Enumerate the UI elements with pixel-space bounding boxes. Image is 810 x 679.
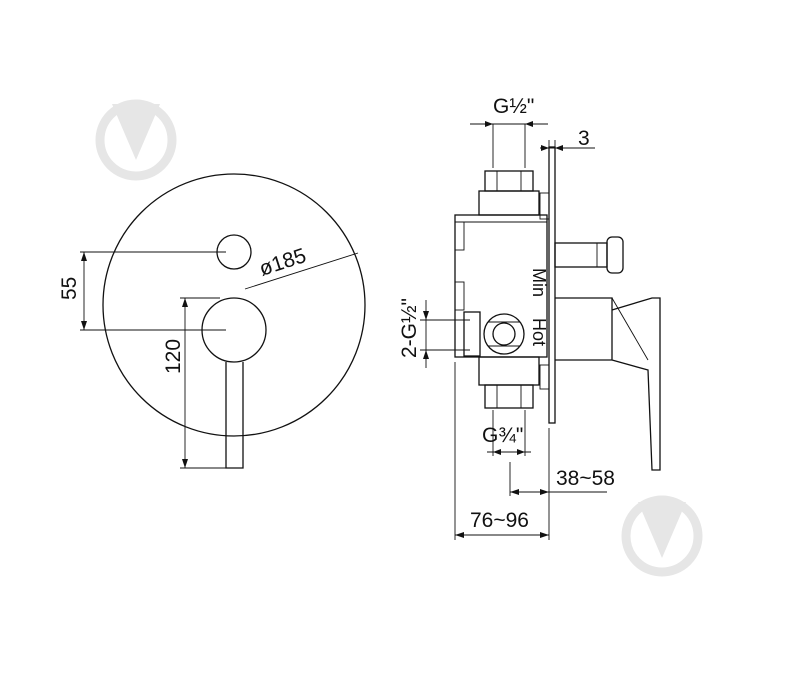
dim-120-label: 120 [162,339,185,374]
dim-g-three-quarter-label: G¾" [482,424,523,447]
top-inlet-fitting [484,170,534,192]
cover-plate-side [548,146,556,424]
dim-3-label: 3 [578,127,590,150]
watermark-logo-top-icon [95,99,177,181]
handle-lever [225,362,244,469]
front-view: ø185 55 120 [58,173,366,469]
watermark-logo-bottom-icon [621,495,703,577]
dim-76-96-label: 76~96 [470,509,529,532]
dim-2g-half-label: 2-G½" [398,298,421,358]
bottom-outlet-fitting [484,384,534,409]
dim-38-58-label: 38~58 [556,467,615,490]
label-min: Min [529,268,549,297]
cover-plate-outline [102,173,366,437]
dim-55-label: 55 [58,277,81,300]
side-inlet-nut [483,313,525,355]
side-view: Min Hot G½" 3 2-G½" G¾" 38~58 [398,95,661,540]
side-lever-handle [555,297,661,471]
diverter-stem [554,242,608,268]
dim-g-half-top-label: G½" [493,95,534,118]
dim-diameter-label: ø185 [256,244,309,281]
label-hot: Hot [529,318,549,346]
